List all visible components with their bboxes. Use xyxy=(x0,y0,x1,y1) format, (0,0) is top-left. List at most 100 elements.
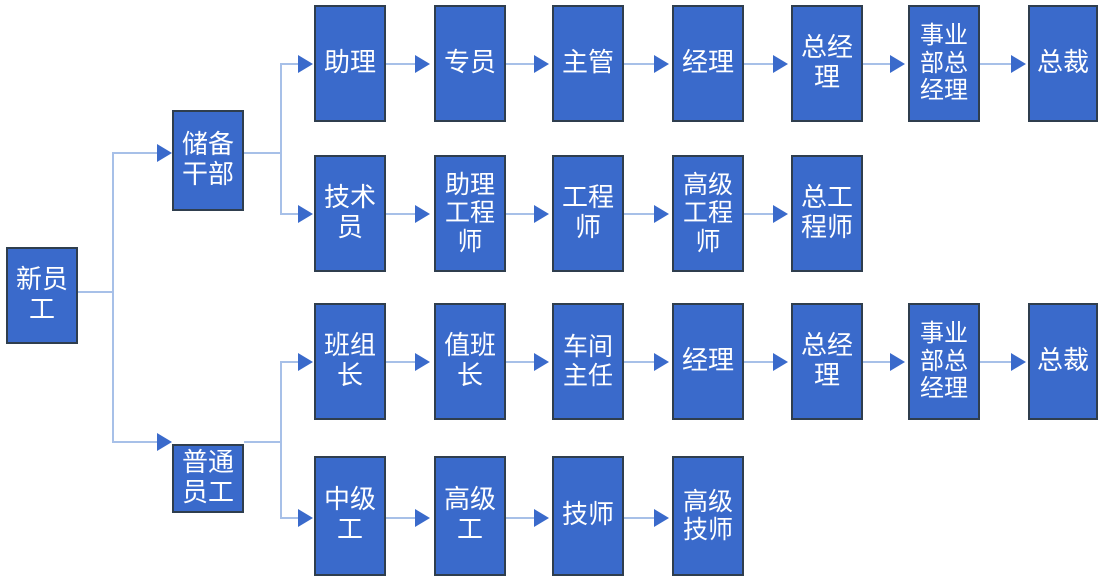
connector-step xyxy=(624,361,655,363)
node-label: 总裁 xyxy=(1036,345,1089,376)
node-management-step-7[interactable]: 总裁 xyxy=(1028,5,1098,122)
node-label: 车间主任 xyxy=(562,332,613,390)
node-label: 经理 xyxy=(681,345,734,376)
node-label: 技师 xyxy=(561,500,614,531)
arrow-step xyxy=(773,55,788,73)
arrow-step xyxy=(654,55,669,73)
node-management-step-4[interactable]: 经理 xyxy=(672,5,744,122)
arrow-step xyxy=(534,55,549,73)
connector-reserve-out xyxy=(244,152,282,154)
connector-step xyxy=(744,361,774,363)
arrow-step xyxy=(890,353,905,371)
node-management-step-5[interactable]: 总经理 xyxy=(791,5,863,122)
node-label: 主管 xyxy=(561,47,614,78)
node-technical-step-5[interactable]: 总工程师 xyxy=(791,155,863,272)
node-management-step-1[interactable]: 助理 xyxy=(314,5,386,122)
connector-regular-to-skill xyxy=(280,517,302,519)
connector-step xyxy=(980,361,1013,363)
connector-step xyxy=(624,63,655,65)
arrow-step xyxy=(534,509,549,527)
connector-root-to-regular xyxy=(112,441,158,443)
connector-step xyxy=(980,63,1013,65)
node-label: 总工程师 xyxy=(800,182,853,243)
arrow-reserve-to-management xyxy=(298,55,313,73)
arrow-step xyxy=(415,353,430,371)
node-skill-step-1[interactable]: 中级工 xyxy=(314,456,386,576)
node-reserve-cadre[interactable]: 储备干部 xyxy=(172,110,244,211)
node-production-step-6[interactable]: 事业部总经理 xyxy=(908,303,980,420)
arrow-root-to-reserve xyxy=(157,144,172,162)
node-label: 总经理 xyxy=(800,32,853,93)
node-production-step-1[interactable]: 班组长 xyxy=(314,303,386,420)
connector-root-out xyxy=(78,291,114,293)
connector-step xyxy=(506,213,535,215)
connector-regular-split xyxy=(280,361,282,519)
node-management-step-3[interactable]: 主管 xyxy=(552,5,624,122)
node-label: 技术员 xyxy=(323,182,376,243)
connector-step xyxy=(744,63,774,65)
node-label: 事业部总经理 xyxy=(920,319,968,403)
node-label: 总裁 xyxy=(1036,47,1089,78)
connector-reserve-split xyxy=(280,63,282,215)
node-label: 专员 xyxy=(443,47,496,78)
arrow-reserve-to-technical xyxy=(298,205,313,223)
node-production-step-7[interactable]: 总裁 xyxy=(1028,303,1098,420)
connector-root-trunk xyxy=(112,152,114,442)
node-label: 高级技师 xyxy=(682,486,733,544)
connector-regular-to-production xyxy=(280,361,302,363)
node-production-step-4[interactable]: 经理 xyxy=(672,303,744,420)
arrow-step xyxy=(1011,55,1026,73)
node-production-step-3[interactable]: 车间主任 xyxy=(552,303,624,420)
arrow-step xyxy=(654,353,669,371)
node-label: 工程师 xyxy=(561,182,614,243)
node-label: 班组长 xyxy=(323,330,376,391)
node-technical-step-4[interactable]: 高级工程师 xyxy=(672,155,744,272)
node-skill-step-3[interactable]: 技师 xyxy=(552,456,624,576)
node-production-step-2[interactable]: 值班长 xyxy=(434,303,506,420)
node-management-step-6[interactable]: 事业部总经理 xyxy=(908,5,980,122)
connector-reserve-to-management xyxy=(280,63,302,65)
node-label: 经理 xyxy=(681,47,734,78)
connector-step xyxy=(863,63,891,65)
connector-step xyxy=(624,213,655,215)
arrow-step xyxy=(534,205,549,223)
arrow-step xyxy=(654,205,669,223)
node-production-step-5[interactable]: 总经理 xyxy=(791,303,863,420)
node-skill-step-2[interactable]: 高级工 xyxy=(434,456,506,576)
node-label: 普通员工 xyxy=(181,447,234,508)
node-technical-step-3[interactable]: 工程师 xyxy=(552,155,624,272)
node-new-employee[interactable]: 新员工 xyxy=(6,247,78,344)
connector-regular-out xyxy=(244,441,282,443)
node-label: 总经理 xyxy=(800,330,853,391)
connector-step xyxy=(506,517,535,519)
connector-root-to-reserve xyxy=(112,152,158,154)
node-label: 助理 xyxy=(323,47,376,78)
connector-step xyxy=(386,213,417,215)
node-label: 高级工程师 xyxy=(682,169,733,256)
arrow-step xyxy=(534,353,549,371)
arrow-root-to-regular xyxy=(157,433,172,451)
node-label: 中级工 xyxy=(323,485,376,545)
connector-step xyxy=(506,63,535,65)
node-regular-staff[interactable]: 普通员工 xyxy=(172,444,244,513)
arrow-step xyxy=(654,509,669,527)
node-management-step-2[interactable]: 专员 xyxy=(434,5,506,122)
node-label: 新员工 xyxy=(15,264,68,325)
node-technical-step-1[interactable]: 技术员 xyxy=(314,155,386,272)
arrow-regular-to-production xyxy=(298,353,313,371)
connector-step xyxy=(386,517,417,519)
connector-reserve-to-technical xyxy=(280,213,302,215)
arrow-step xyxy=(773,353,788,371)
connector-step xyxy=(624,517,655,519)
arrow-regular-to-skill xyxy=(298,509,313,527)
arrow-step xyxy=(415,205,430,223)
arrow-step xyxy=(890,55,905,73)
connector-step xyxy=(386,361,417,363)
node-skill-step-4[interactable]: 高级技师 xyxy=(672,456,744,576)
arrow-step xyxy=(773,205,788,223)
node-label: 高级工 xyxy=(443,485,496,545)
node-technical-step-2[interactable]: 助理工程师 xyxy=(434,155,506,272)
arrow-step xyxy=(415,55,430,73)
connector-step xyxy=(506,361,535,363)
node-label: 值班长 xyxy=(443,330,496,391)
